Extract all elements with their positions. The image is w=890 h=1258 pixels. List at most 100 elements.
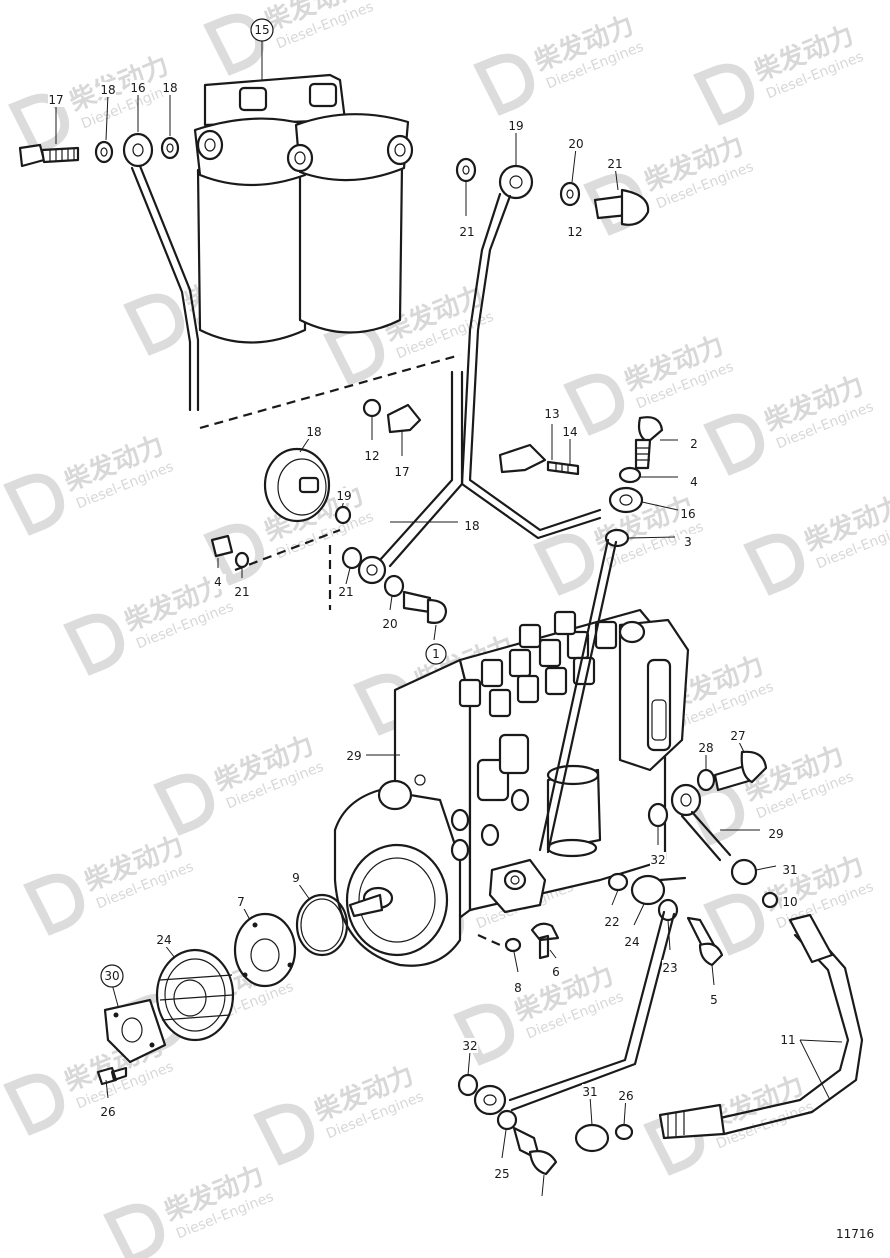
callout-label: 31 (582, 1085, 597, 1099)
callout-label: 16 (130, 81, 145, 95)
callout-label: 1 (432, 647, 440, 661)
callout-circle (100, 964, 124, 988)
callout-22: 22 (604, 914, 620, 929)
callout-32: 32 (462, 1038, 478, 1053)
callout-bg (234, 584, 250, 599)
callout-label: 21 (234, 585, 249, 599)
callout-label: 12 (567, 225, 582, 239)
callout-bg (567, 224, 583, 239)
callout-bg (288, 870, 304, 885)
callout-bg (624, 934, 640, 949)
callout-label: 4 (214, 575, 222, 589)
callout-29: 29 (346, 748, 362, 763)
right-side-fittings (457, 750, 864, 1176)
dashed-leader-filter (199, 353, 461, 430)
callout-5: 5 (706, 992, 722, 1007)
callout-13: 13 (544, 406, 560, 421)
callout-bg (782, 894, 798, 909)
callout-bg (336, 488, 352, 503)
callout-bg (706, 992, 722, 1007)
callout-24: 24 (156, 932, 172, 947)
callout-21: 21 (459, 224, 475, 239)
callout-label: 24 (156, 933, 171, 947)
callout-17: 17 (394, 464, 410, 479)
watermark-logo-icon (8, 93, 70, 156)
callout-label: 3 (684, 535, 692, 549)
callout-17: 17 (48, 92, 64, 107)
callout-30: 30 (100, 964, 124, 988)
watermark-logo-icon (3, 473, 65, 536)
watermark-logo-icon (703, 893, 765, 956)
figure-id: 11716 (836, 1227, 874, 1241)
callout-label: 28 (698, 741, 713, 755)
callout-bg (382, 616, 398, 631)
callout-7: 7 (233, 894, 249, 909)
callout-label: 11 (780, 1033, 795, 1047)
callout-32: 32 (650, 852, 666, 867)
watermark-logo-icon (533, 533, 595, 596)
callout-bg (162, 80, 178, 95)
callout-label: 16 (680, 507, 695, 521)
callout-bg (686, 474, 702, 489)
callout-bg (210, 574, 226, 589)
screw-11 (96, 1066, 128, 1086)
callout-bg (233, 894, 249, 909)
o-ring-10 (295, 893, 349, 957)
callout-label: 26 (618, 1089, 633, 1103)
callout-4: 4 (686, 474, 702, 489)
callout-label: 21 (459, 225, 474, 239)
watermark-logo-icon (3, 1073, 65, 1136)
watermark-logo-icon (703, 413, 765, 476)
watermark-logo-icon (123, 293, 185, 356)
callout-circle (250, 18, 274, 42)
watermark-logo-icon (63, 613, 125, 676)
callout-label: 18 (464, 519, 479, 533)
callout-18: 18 (162, 80, 178, 95)
callout-4: 4 (210, 574, 226, 589)
callout-bg (338, 584, 354, 599)
callout-label: 30 (104, 969, 119, 983)
callout-bg (459, 224, 475, 239)
watermark-logo-icon (453, 1003, 515, 1066)
callout-label: 2 (690, 437, 698, 451)
callout-bg (562, 424, 578, 439)
callout-bg (782, 862, 798, 877)
callout-bg (544, 406, 560, 421)
callout-label: 9 (292, 871, 300, 885)
callout-bg (548, 964, 564, 979)
callout-label: 14 (562, 425, 577, 439)
callout-label: 7 (237, 895, 245, 909)
callout-12: 12 (364, 448, 380, 463)
watermark-logo-icon (153, 773, 215, 836)
callout-12: 12 (567, 224, 583, 239)
callout-11: 11 (780, 1032, 796, 1047)
callout-bg (346, 748, 362, 763)
callout-label: 20 (382, 617, 397, 631)
callout-bg (568, 136, 584, 151)
callout-bg (680, 506, 696, 521)
callout-21: 21 (607, 156, 623, 171)
callout-14: 14 (562, 424, 578, 439)
callout-bg (698, 740, 714, 755)
watermark-logo-icon (103, 1203, 165, 1258)
callout-16: 16 (130, 80, 146, 95)
callout-label: 17 (48, 93, 63, 107)
callout-28: 28 (698, 740, 714, 755)
callout-label: 17 (394, 465, 409, 479)
callout-bg (510, 980, 526, 995)
callout-23: 23 (662, 960, 678, 975)
callout-bg (607, 156, 623, 171)
callout-label: 32 (462, 1039, 477, 1053)
callout-19: 19 (336, 488, 352, 503)
screw-5 (530, 922, 560, 960)
watermark-logo-icon (683, 783, 745, 846)
callout-bg (680, 534, 696, 549)
callout-18: 18 (100, 82, 116, 97)
